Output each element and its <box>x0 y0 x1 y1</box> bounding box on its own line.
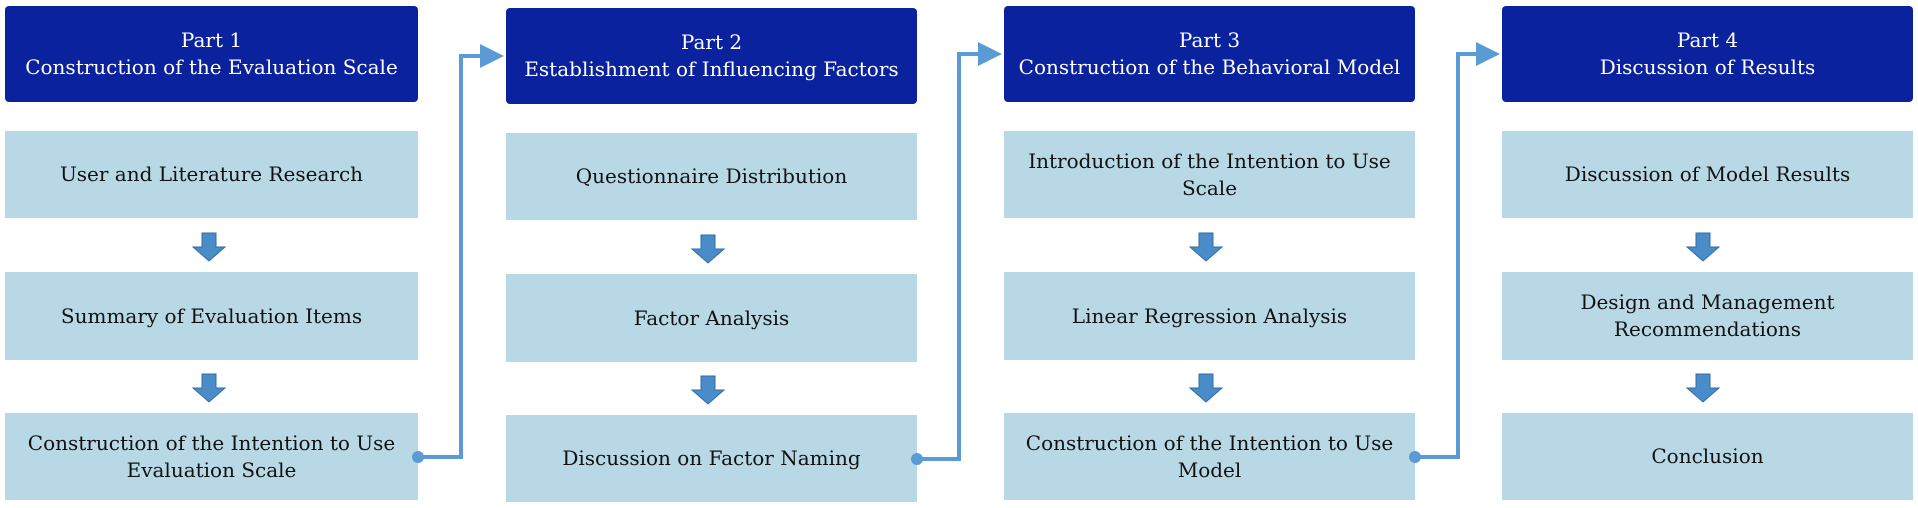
down-arrow-icon <box>1685 232 1721 262</box>
part-1-title: Construction of the Evaluation Scale <box>25 55 398 79</box>
connector-part2-to-part3 <box>917 42 1002 461</box>
part-1-step-3: Construction of the Intention to Use Eva… <box>5 413 418 500</box>
part-2-number: Part 2 <box>680 30 743 54</box>
down-arrow-icon <box>1188 373 1224 403</box>
part-4-step-1: Discussion of Model Results <box>1502 131 1913 218</box>
connector-part1-to-part2 <box>418 44 504 459</box>
part-2-title: Establishment of Influencing Factors <box>524 57 899 81</box>
part-2-header: Part 2 Establishment of Influencing Fact… <box>506 8 917 104</box>
part-4-header: Part 4 Discussion of Results <box>1502 6 1913 102</box>
part-3-step-3: Construction of the Intention to Use Mod… <box>1004 413 1415 500</box>
part-2-step-2: Factor Analysis <box>506 274 917 362</box>
part-4-number: Part 4 <box>1676 28 1739 52</box>
part-1-step-2: Summary of Evaluation Items <box>5 272 418 360</box>
part-2-step-3: Discussion on Factor Naming <box>506 415 917 502</box>
down-arrow-icon <box>191 373 227 403</box>
down-arrow-icon <box>1685 373 1721 403</box>
down-arrow-icon <box>690 375 726 405</box>
part-2-step-1: Questionnaire Distribution <box>506 133 917 220</box>
part-3-header: Part 3 Construction of the Behavioral Mo… <box>1004 6 1415 102</box>
part-3-step-2: Linear Regression Analysis <box>1004 272 1415 360</box>
part-3-title: Construction of the Behavioral Model <box>1018 55 1401 79</box>
down-arrow-icon <box>1188 232 1224 262</box>
part-3-number: Part 3 <box>1178 28 1241 52</box>
part-4-step-2: Design and Management Recommendations <box>1502 272 1913 360</box>
part-4-step-3: Conclusion <box>1502 413 1913 500</box>
down-arrow-icon <box>690 234 726 264</box>
connector-part3-to-part4 <box>1415 42 1500 459</box>
part-4-title: Discussion of Results <box>1599 55 1816 79</box>
part-1-header: Part 1 Construction of the Evaluation Sc… <box>5 6 418 102</box>
part-1-step-1: User and Literature Research <box>5 131 418 218</box>
down-arrow-icon <box>191 232 227 262</box>
part-3-step-1: Introduction of the Intention to Use Sca… <box>1004 131 1415 218</box>
part-1-number: Part 1 <box>180 28 243 52</box>
